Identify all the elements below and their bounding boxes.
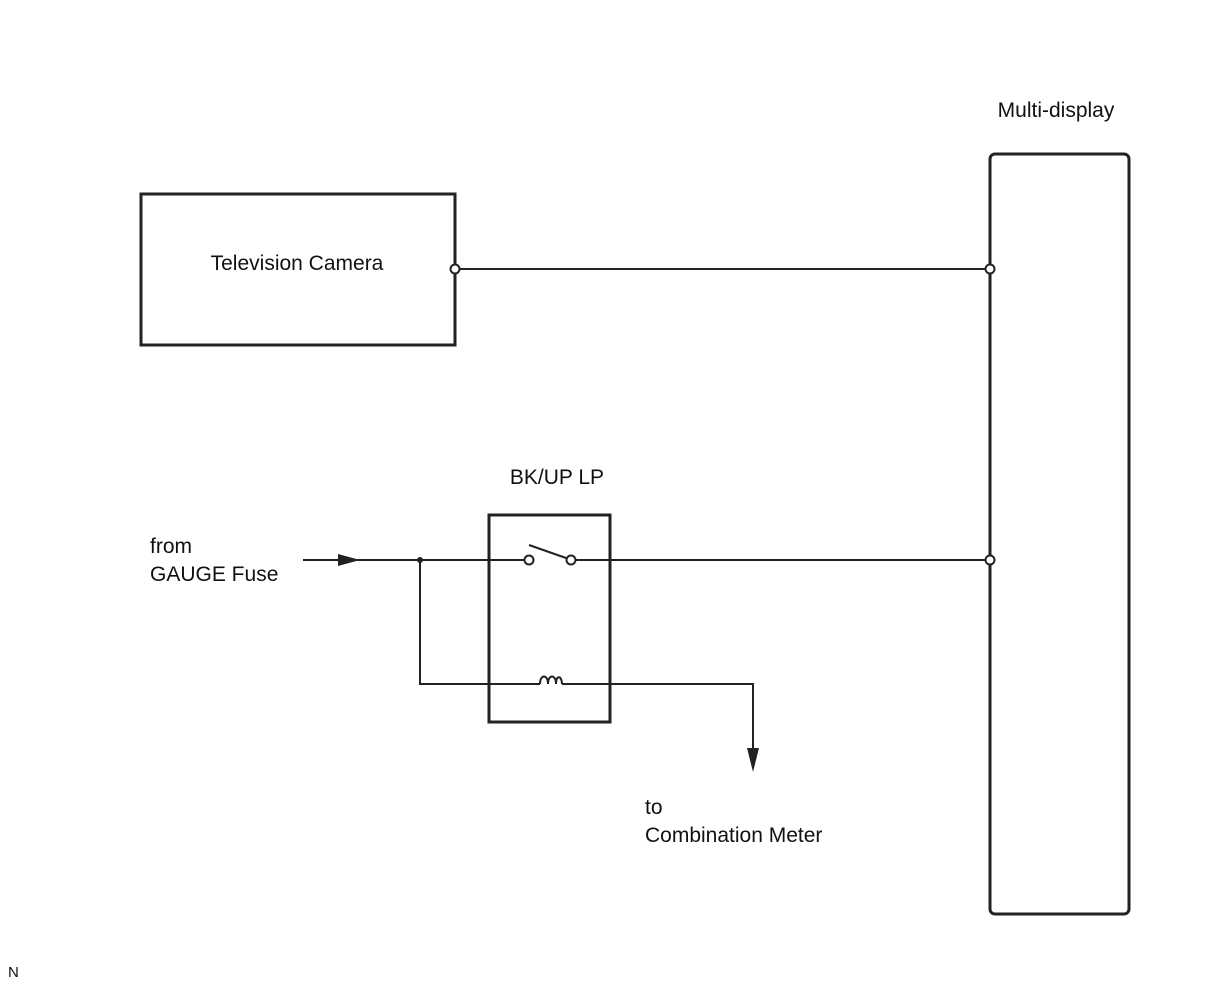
source-label-line2: GAUGE Fuse xyxy=(150,563,278,586)
coil-output-wire xyxy=(562,683,754,752)
relay-coil-icon xyxy=(539,675,563,685)
camera-terminal xyxy=(449,263,461,275)
meter-arrow-icon xyxy=(747,748,759,772)
source-label-line1: from xyxy=(150,535,192,558)
television-camera: Television Camera xyxy=(139,192,457,347)
coil-branch-wire xyxy=(419,560,540,685)
destination-label: to Combination Meter xyxy=(645,796,822,847)
corner-mark: N xyxy=(8,964,19,981)
relay-switch-contact-out xyxy=(565,554,577,566)
display-reverse-terminal xyxy=(984,554,996,566)
destination-label-line1: to xyxy=(645,796,663,819)
destination-label-line2: Combination Meter xyxy=(645,824,822,847)
supply-arrow-icon xyxy=(338,554,360,566)
multi-display: Multi-display xyxy=(988,99,1131,916)
relay-box xyxy=(487,513,612,724)
relay-switch-blade xyxy=(528,544,567,559)
source-label: from GAUGE Fuse xyxy=(150,535,278,586)
relay-label: BK/UP LP xyxy=(510,466,604,489)
relay-switch-contact-in xyxy=(523,554,535,566)
backup-lamp-relay: BK/UP LP xyxy=(487,466,612,724)
display-camera-terminal xyxy=(984,263,996,275)
multi-display-label: Multi-display xyxy=(998,99,1115,122)
television-camera-label: Television Camera xyxy=(211,252,384,275)
multi-display-box xyxy=(988,152,1131,916)
